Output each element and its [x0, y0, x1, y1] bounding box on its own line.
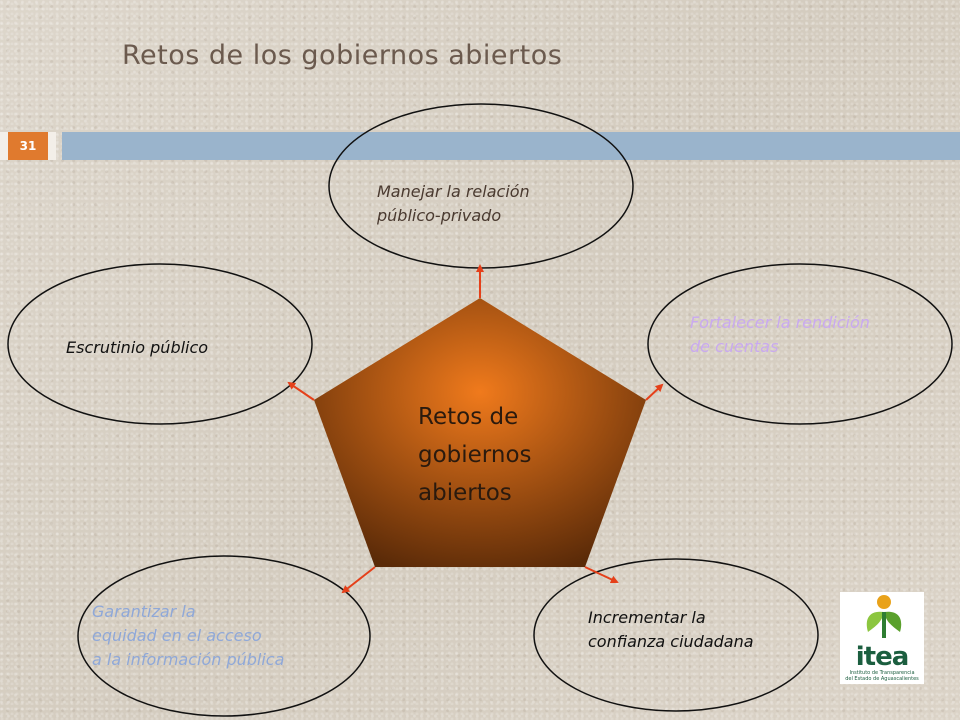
itea-logo: itea Instituto de Transparencia del Esta…: [840, 592, 924, 684]
arrow-bottom-left: [341, 566, 376, 594]
node-label-bottom-right: Incrementar la confianza ciudadana: [588, 608, 754, 651]
node-label-top: Manejar la relación público-privado: [377, 182, 530, 225]
logo-wordmark: itea: [855, 642, 910, 672]
center-pentagon: [314, 298, 646, 567]
itea-logo-icon: [866, 595, 902, 638]
node-ellipse-right: [647, 263, 953, 425]
header-bar-right: [62, 132, 960, 160]
node-ellipse-bottom-left: [77, 555, 371, 717]
node-label-right: Fortalecer la rendición de cuentas: [690, 313, 870, 356]
node-ellipse-left: [7, 263, 313, 425]
node-ellipse-bottom-right: [533, 558, 819, 712]
center-label: Retos de gobiernos abiertos: [418, 404, 532, 506]
logo-subtitle: Instituto de Transparencia del Estado de…: [845, 670, 919, 682]
arrow-left: [287, 381, 315, 401]
slide-number: 31: [8, 132, 48, 160]
slide-title: Retos de los gobiernos abiertos: [122, 40, 563, 71]
arrow-bottom-right: [584, 566, 619, 584]
node-label-bottom-left: Garantizar la equidad en el acceso a la …: [92, 602, 285, 669]
arrow-right: [645, 383, 664, 401]
node-label-left: Escrutinio público: [66, 338, 209, 357]
